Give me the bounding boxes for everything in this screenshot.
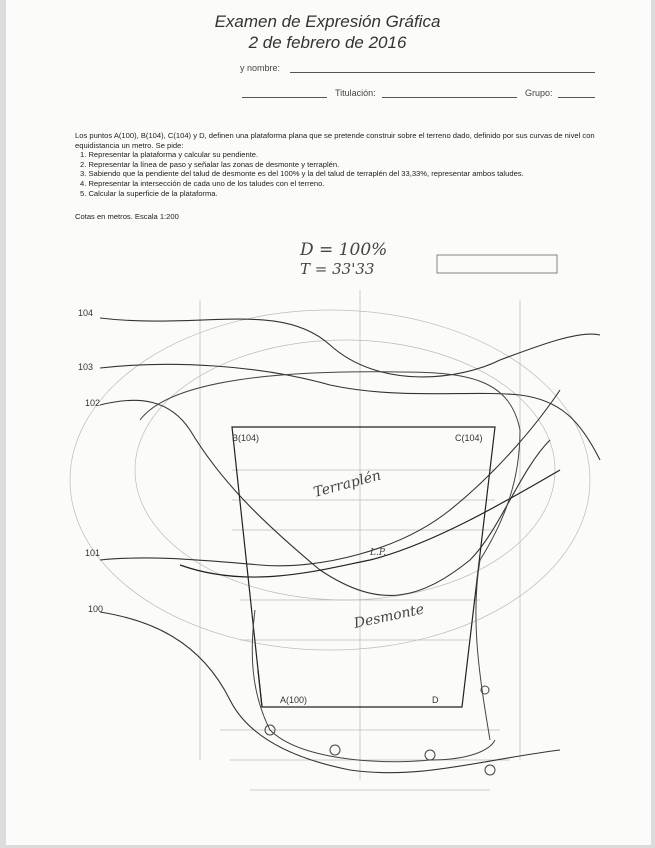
task-item: 1. Representar la plataforma y calcular … [80, 150, 259, 160]
group-field[interactable] [558, 97, 595, 98]
contour-label: 100 [88, 604, 103, 614]
name-label: y nombre: [240, 63, 281, 73]
exam-sheet [6, 0, 651, 845]
desmonte-slope-note: D = 100% [299, 240, 387, 260]
calc-box [436, 254, 558, 274]
line-of-passage [179, 469, 561, 578]
contour-lines [99, 317, 601, 774]
statement-intro: Los puntos A(100), B(104), C(104) y D, d… [75, 131, 595, 150]
exam-title: Examen de Expresión Gráfica [214, 12, 441, 31]
group-label: Grupo: [525, 88, 553, 98]
point-c-label: C(104) [455, 433, 483, 443]
line-of-passage-label: L.P. [369, 548, 386, 558]
contour-label: 104 [78, 308, 93, 318]
exam-date: 2 de febrero de 2016 [248, 33, 407, 52]
terraplen-slope-note: T = 33'33 [300, 260, 374, 278]
name-field[interactable] [290, 72, 595, 73]
terraplen-label: Terraplén [312, 468, 383, 501]
point-a-label: A(100) [280, 695, 307, 705]
task-item: 3. Sabiendo que la pendiente del talud d… [80, 169, 524, 179]
contour-label: 101 [85, 548, 100, 558]
task-item: 5. Calcular la superficie de la platafor… [80, 188, 218, 198]
degree-field[interactable] [382, 97, 517, 98]
contour-label: 103 [78, 362, 93, 372]
contour-label: 102 [85, 398, 100, 408]
point-b-label: B(104) [232, 433, 259, 443]
problem-statement: Los puntos A(100), B(104), C(104) y D, d… [75, 131, 615, 198]
desmonte-label: Desmonte [352, 601, 426, 632]
surname-field[interactable] [242, 97, 327, 98]
point-d-label: D [432, 695, 439, 705]
construction-lines [69, 290, 591, 791]
platform [179, 426, 561, 708]
task-item: 2. Representar la línea de paso y señala… [80, 159, 340, 169]
units-scale: Cotas en metros. Escala 1:200 [75, 212, 179, 221]
degree-label: Titulación: [335, 88, 376, 98]
task-item: 4. Representar la intersección de cada u… [80, 178, 325, 188]
slope-intersections [139, 371, 521, 776]
